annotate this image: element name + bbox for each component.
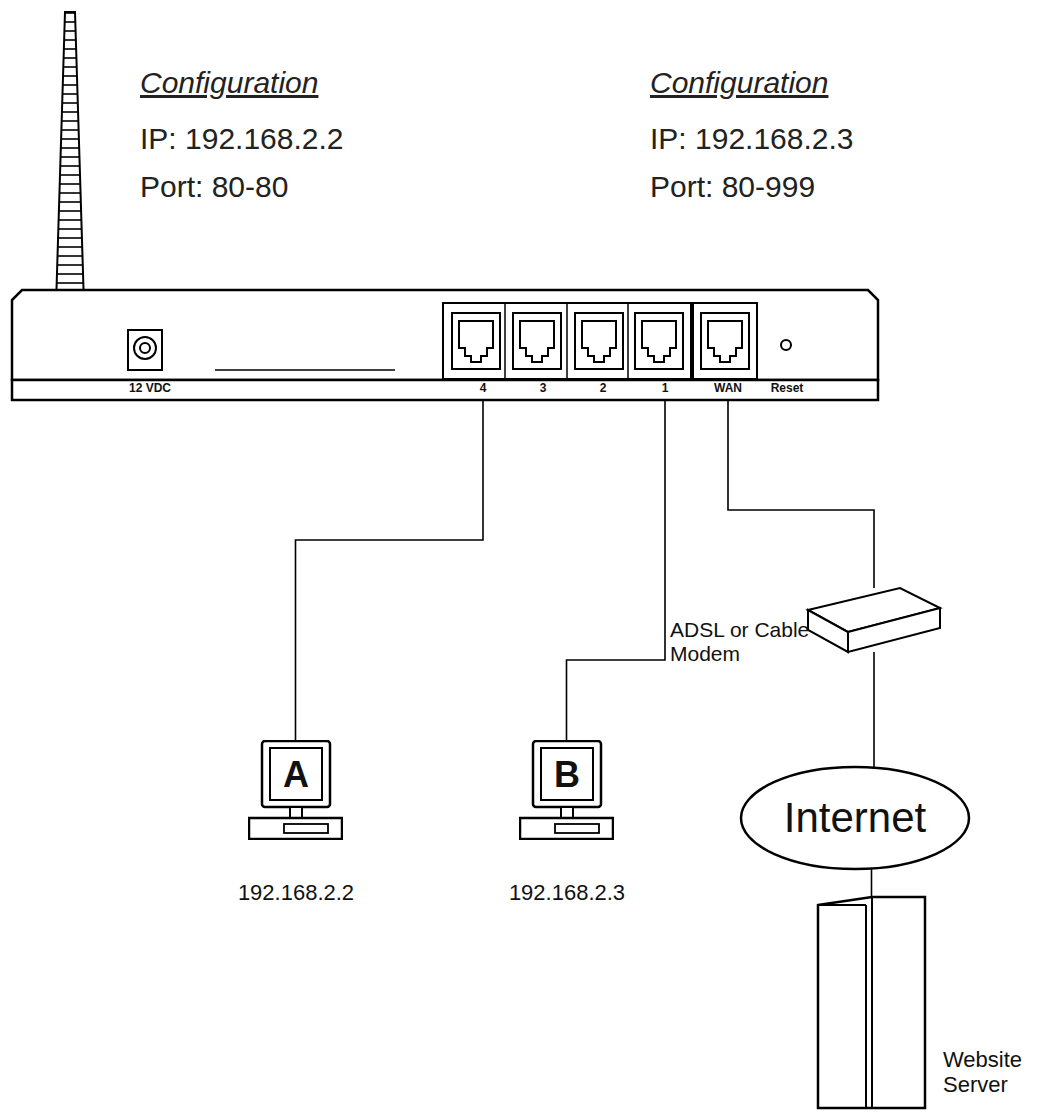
config-heading: Configuration xyxy=(650,66,828,101)
port-label: 3 xyxy=(533,382,553,396)
internet-node: Internet xyxy=(741,767,969,869)
port-label: 2 xyxy=(593,382,613,396)
server-node: Website Server xyxy=(818,897,925,1108)
cable-line xyxy=(567,400,666,740)
config-line: IP: 192.168.2.3 xyxy=(650,122,854,157)
internet-cloud xyxy=(741,767,969,869)
computer-letter: A xyxy=(270,754,322,795)
server-label: Website Server xyxy=(943,1047,1058,1098)
cable-line xyxy=(296,400,484,740)
cable-line xyxy=(871,869,873,897)
internet-label: Internet xyxy=(741,794,969,842)
router-panel: 12 VDC 4 3 2 1 WAN Reset xyxy=(12,290,878,400)
computer-node: B192.168.2.3 xyxy=(519,740,614,840)
config-line: Port: 80-999 xyxy=(650,170,815,205)
port-label: 12 VDC xyxy=(110,382,190,396)
ip-address: 192.168.2.2 xyxy=(206,880,386,905)
computer-icon xyxy=(249,741,613,839)
config-line: Port: 80-80 xyxy=(140,170,288,205)
port-label: 1 xyxy=(655,382,675,396)
server-tower xyxy=(818,897,925,1108)
computer-node: A192.168.2.2 xyxy=(248,740,343,840)
modem-label: ADSL or Cable Modem xyxy=(670,618,845,666)
port-label: 4 xyxy=(473,382,493,396)
modem-node: ADSL or Cable Modem xyxy=(808,588,940,652)
port-label: Reset xyxy=(758,382,816,396)
port-label: WAN xyxy=(702,382,754,396)
modem-icon xyxy=(808,588,940,652)
config-line: IP: 192.168.2.2 xyxy=(140,122,344,157)
ip-address: 192.168.2.3 xyxy=(474,880,660,905)
config-heading: Configuration xyxy=(140,66,318,101)
cable-line xyxy=(728,400,874,588)
computer-letter: B xyxy=(541,754,593,795)
cable-line xyxy=(873,652,875,767)
router-panel xyxy=(12,290,878,400)
